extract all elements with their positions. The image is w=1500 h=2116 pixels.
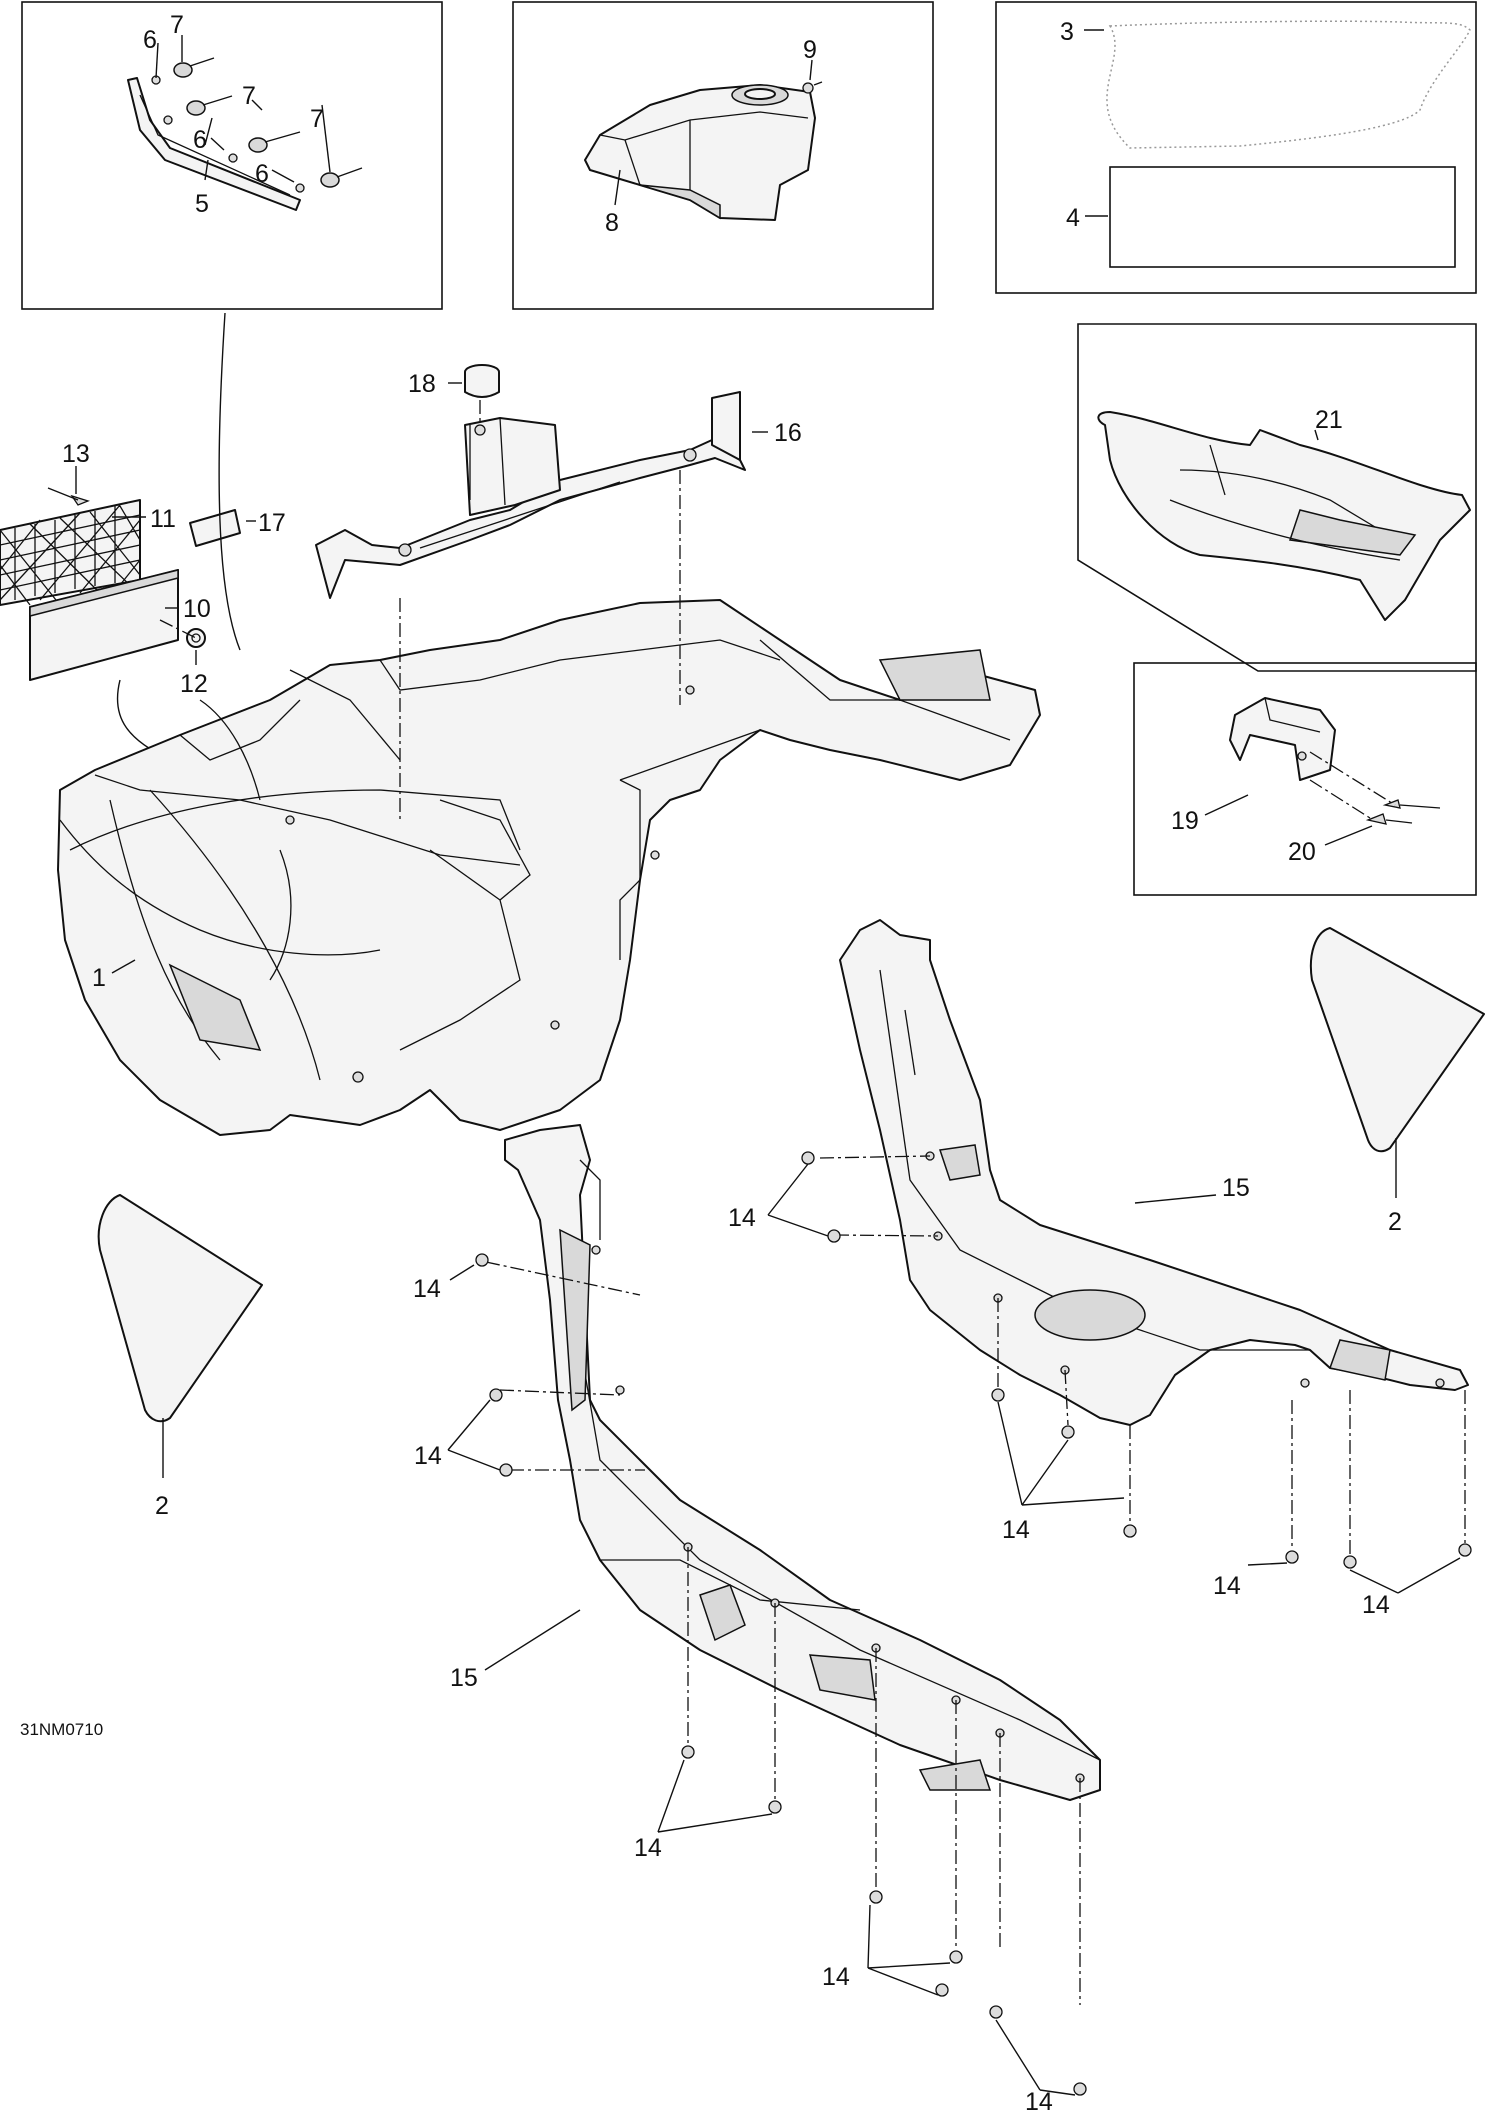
part-10-foam-block: [29, 569, 179, 681]
callout-14-l3: 14: [634, 1834, 662, 1862]
part-6-washers: [151, 75, 305, 193]
callout-6c: 6: [255, 160, 269, 188]
callout-6a: 6: [143, 26, 157, 54]
part-13-screw: [47, 487, 90, 506]
callout-14-r1: 14: [728, 1204, 756, 1232]
part-7-rivets: [173, 57, 363, 188]
part-14-screws-left: [475, 1253, 1087, 2096]
callout-14-l2: 14: [414, 1442, 442, 1470]
part-5-trim-strip: [127, 77, 301, 211]
callout-15-right: 15: [1222, 1174, 1250, 1202]
part-2-panel-right: [1309, 927, 1485, 1153]
dash-19-20: [1309, 751, 1396, 819]
inset-box-tank-cover: [512, 1, 934, 310]
dash-18-16: [399, 400, 681, 820]
leader-21: [1314, 429, 1319, 441]
leader-inset-1: [218, 312, 241, 651]
callout-7a: 7: [170, 11, 184, 39]
inset-box-clip: [1133, 662, 1477, 896]
callout-9: 9: [803, 36, 817, 64]
callout-20: 20: [1288, 838, 1316, 866]
callout-11: 11: [150, 505, 176, 533]
part-15-underbody-left: [504, 1124, 1101, 1801]
part-1-body: [57, 599, 1041, 1136]
callout-14-l4: 14: [822, 1963, 850, 1991]
part-9-screw: [802, 81, 823, 94]
part-2-panel-left: [97, 1194, 263, 1423]
callout-2-right: 2: [1388, 1208, 1402, 1236]
dash-15-right: [819, 1155, 1466, 1555]
part-12-washer: [186, 628, 206, 648]
leader-19: [1204, 794, 1249, 816]
callout-18: 18: [408, 370, 436, 398]
leaders-14-right: [767, 1163, 1461, 1594]
leader-8: [614, 169, 621, 206]
callout-14-r2: 14: [1002, 1516, 1030, 1544]
part-19-clip: [1229, 697, 1336, 781]
leaders-inset-1: [155, 35, 331, 183]
callout-21: 21: [1315, 406, 1343, 434]
inset-box-seat: [1077, 323, 1477, 672]
callout-17: 17: [258, 509, 286, 537]
callout-8: 8: [605, 209, 619, 237]
callout-19: 19: [1171, 807, 1199, 835]
callout-3: 3: [1060, 18, 1074, 46]
dash-12: [159, 619, 197, 639]
part-15-underbody-right: [839, 919, 1469, 1426]
callout-7b: 7: [242, 82, 256, 110]
callout-6b: 6: [193, 126, 207, 154]
part-21-seat: [1097, 411, 1471, 621]
part-17-pad: [189, 509, 241, 547]
part-3-decal: [1106, 20, 1471, 149]
drawing-code: 31NM0710: [20, 1720, 103, 1739]
leader-20: [1324, 825, 1373, 846]
callout-15-left: 15: [450, 1664, 478, 1692]
part-18-knob: [464, 364, 500, 398]
inset-box-trim: [21, 1, 443, 310]
leader-1-main: [111, 959, 136, 974]
callout-14-r4: 14: [1362, 1591, 1390, 1619]
callout-14-r3: 14: [1213, 1572, 1241, 1600]
leaders-14-left: [447, 1264, 1076, 2096]
callout-7c: 7: [310, 105, 324, 133]
callout-labels: 1 2 2 3 4 5 6 6 6 7 7 7 8 9 10 11 12 13 …: [62, 11, 1402, 2116]
callout-5: 5: [195, 190, 209, 218]
callout-12: 12: [180, 670, 208, 698]
callout-16: 16: [774, 419, 802, 447]
inset-box-decals: [995, 1, 1477, 294]
callout-13: 13: [62, 440, 90, 468]
dash-15-left: [485, 1261, 1081, 2005]
callout-14-l5: 14: [1025, 2088, 1053, 2116]
part-16-brace: [315, 391, 746, 599]
part-20-rivets: [1365, 799, 1441, 825]
part-8-tank-cover: [584, 84, 816, 221]
leader-9: [809, 59, 813, 81]
part-4-label: [1109, 166, 1456, 268]
callout-2-left: 2: [155, 1492, 169, 1520]
callout-4: 4: [1066, 204, 1080, 232]
callout-1: 1: [92, 964, 106, 992]
callout-14-l1: 14: [413, 1275, 441, 1303]
callout-10: 10: [183, 595, 211, 623]
